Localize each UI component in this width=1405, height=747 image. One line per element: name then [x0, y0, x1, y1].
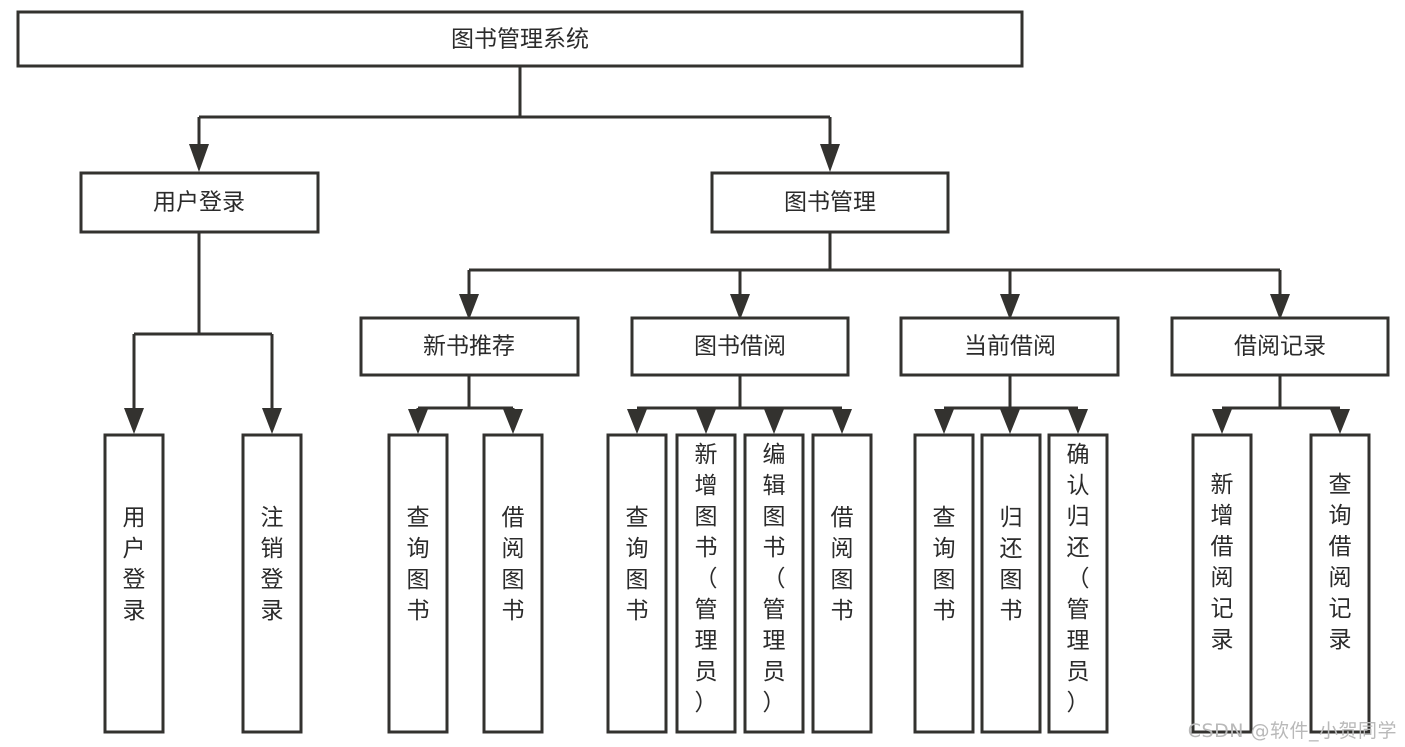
node-leaf8[interactable]: 借阅图书 — [811, 433, 873, 734]
arrow-head-leaf12 — [1212, 409, 1232, 434]
arrow-head-leaf4 — [503, 409, 523, 434]
arrow-head-leaf10 — [1000, 409, 1020, 434]
node-leaf8-box[interactable] — [811, 433, 873, 734]
arrow-head-borrow — [730, 294, 750, 320]
node-leaf9[interactable]: 查询图书 — [913, 433, 975, 734]
node-current-box[interactable] — [899, 316, 1120, 377]
node-leaf12-label: 新增借阅记录 — [1211, 472, 1234, 653]
connector-group-bookmgmt-to-level3 — [459, 232, 1290, 320]
arrow-head-leaf5 — [627, 409, 647, 434]
node-leaf10[interactable]: 归还图书 — [980, 433, 1042, 734]
node-leaf11-box[interactable] — [1047, 433, 1109, 734]
node-bookmgmt[interactable]: 图书管理 — [710, 171, 950, 234]
node-newbook[interactable]: 新书推荐 — [359, 316, 580, 377]
node-bookmgmt-box[interactable] — [710, 171, 950, 234]
node-leaf6[interactable]: 新增图书（管理员） — [675, 433, 737, 734]
node-leaf4-label: 借阅图书 — [502, 505, 525, 624]
arrow-head-leaf11 — [1068, 409, 1088, 434]
connector-group-root-to-level2 — [189, 66, 840, 172]
node-leaf2-box[interactable] — [241, 433, 303, 734]
node-leaf4[interactable]: 借阅图书 — [482, 433, 544, 734]
connector-group-login-to-leaves — [124, 232, 282, 434]
node-root-box[interactable] — [16, 10, 1024, 68]
node-current-label: 当前借阅 — [964, 334, 1056, 360]
node-login-label: 用户登录 — [153, 190, 245, 216]
node-leaf6-label: 新增图书（管理员） — [695, 442, 718, 716]
node-leaf4-box[interactable] — [482, 433, 544, 734]
node-login-box[interactable] — [79, 171, 320, 234]
node-leaf3[interactable]: 查询图书 — [387, 433, 449, 734]
connector-group-newbook-to-leaves — [408, 375, 523, 434]
arrow-head-current — [1000, 294, 1020, 320]
node-leaf3-box[interactable] — [387, 433, 449, 734]
arrow-head-leaf3 — [408, 409, 428, 434]
node-leaf12[interactable]: 新增借阅记录 — [1191, 433, 1253, 734]
node-leaf1-label: 用户登录 — [123, 505, 146, 624]
node-leaf6-box[interactable] — [675, 433, 737, 734]
node-leaf3-label: 查询图书 — [407, 505, 430, 624]
node-leaf9-label: 查询图书 — [933, 505, 956, 624]
node-leaf13-box[interactable] — [1309, 433, 1371, 734]
node-leaf12-box[interactable] — [1191, 433, 1253, 734]
node-leaf5-label: 查询图书 — [626, 505, 649, 624]
node-borrow-box[interactable] — [630, 316, 850, 377]
node-leaf11-label: 确认归还（管理员） — [1067, 442, 1090, 716]
node-login[interactable]: 用户登录 — [79, 171, 320, 234]
arrow-head-leaf7 — [764, 409, 784, 434]
node-leaf1-box[interactable] — [103, 433, 165, 734]
node-leaf13-label: 查询借阅记录 — [1329, 472, 1352, 653]
arrow-head-leaf2 — [262, 408, 282, 434]
node-leaf8-label: 借阅图书 — [831, 505, 854, 624]
arrow-head-bookmgmt — [820, 144, 840, 172]
node-leaf7-label: 编辑图书（管理员） — [763, 442, 786, 716]
node-root-label: 图书管理系统 — [451, 27, 589, 53]
node-leaf2[interactable]: 注销登录 — [241, 433, 303, 734]
node-current[interactable]: 当前借阅 — [899, 316, 1120, 377]
node-leaf5-box[interactable] — [606, 433, 668, 734]
node-leaf10-label: 归还图书 — [1000, 505, 1023, 624]
node-leaf7-box[interactable] — [743, 433, 805, 734]
node-records[interactable]: 借阅记录 — [1170, 316, 1390, 377]
node-borrow-label: 图书借阅 — [694, 334, 786, 360]
arrow-head-leaf13 — [1330, 409, 1350, 434]
connector-group-current-to-leaves — [934, 375, 1088, 434]
node-root[interactable]: 图书管理系统 — [16, 10, 1024, 68]
arrow-head-leaf1 — [124, 408, 144, 434]
arrow-head-newbook — [459, 294, 479, 320]
connector-group-borrow-to-leaves — [627, 375, 852, 434]
arrow-head-login — [189, 144, 209, 172]
node-leaf7[interactable]: 编辑图书（管理员） — [743, 433, 805, 734]
node-leaf11[interactable]: 确认归还（管理员） — [1047, 433, 1109, 734]
arrow-head-leaf9 — [934, 409, 954, 434]
node-newbook-box[interactable] — [359, 316, 580, 377]
node-leaf2-label: 注销登录 — [261, 505, 284, 624]
connector-group-records-to-leaves — [1212, 375, 1350, 434]
node-leaf1[interactable]: 用户登录 — [103, 433, 165, 734]
node-records-label: 借阅记录 — [1234, 334, 1326, 360]
node-leaf9-box[interactable] — [913, 433, 975, 734]
node-records-box[interactable] — [1170, 316, 1390, 377]
node-leaf5[interactable]: 查询图书 — [606, 433, 668, 734]
node-borrow[interactable]: 图书借阅 — [630, 316, 850, 377]
node-newbook-label: 新书推荐 — [423, 334, 515, 360]
node-leaf13[interactable]: 查询借阅记录 — [1309, 433, 1371, 734]
arrow-head-leaf8 — [832, 409, 852, 434]
arrow-head-leaf6 — [696, 409, 716, 434]
arrow-head-records — [1270, 294, 1290, 320]
node-bookmgmt-label: 图书管理 — [784, 190, 876, 216]
csdn-watermark: CSDN @软件_小贺同学 — [1187, 720, 1397, 742]
node-leaf10-box[interactable] — [980, 433, 1042, 734]
